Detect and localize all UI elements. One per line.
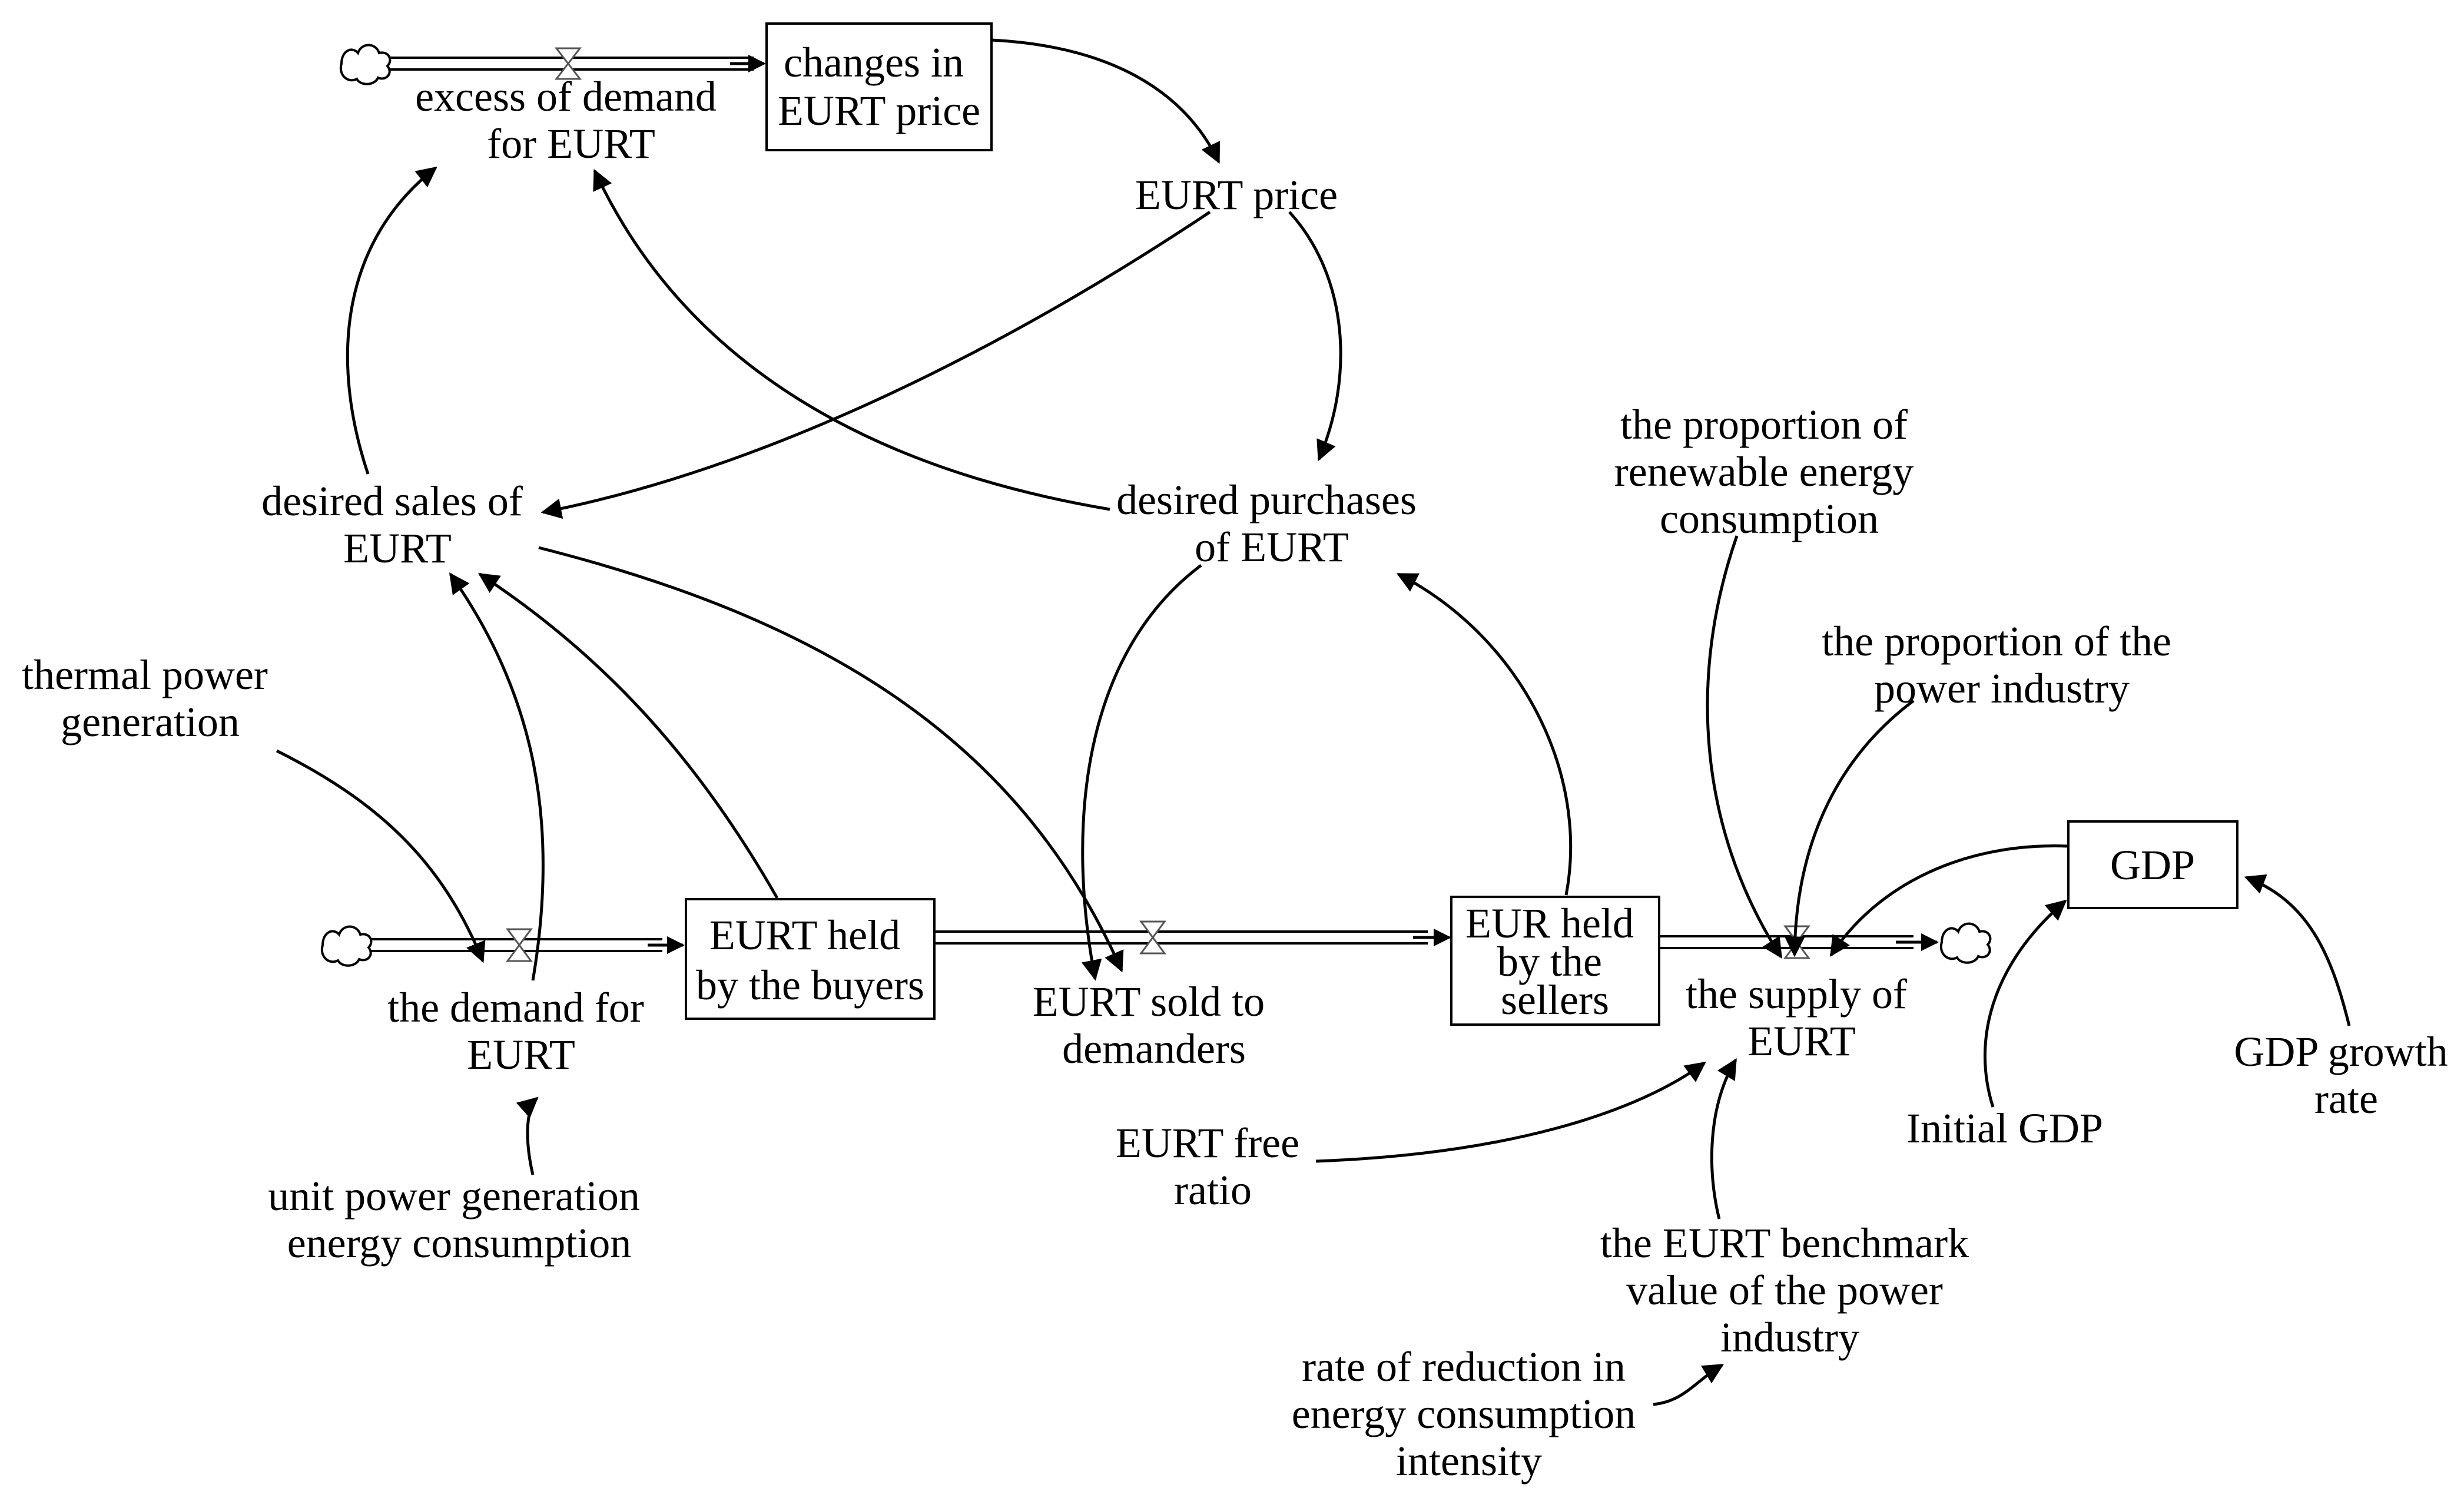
var-eurt-benchmark-value-power-industry: the EURT benchmark value of the power in… bbox=[1600, 1220, 1979, 1361]
link-price-to-desired-sales bbox=[540, 210, 1211, 519]
flow-the-supply-of-eurt: the supply of EURT bbox=[1686, 970, 1918, 1065]
stock-eur-held-by-sellers: EUR held by the sellers bbox=[1465, 900, 1644, 1023]
stock-box-gdp bbox=[2067, 820, 2239, 909]
stock-box-changes-in-eurt-price bbox=[765, 22, 993, 151]
var-unit-power-generation-energy-consumption: unit power generation energy consumption bbox=[268, 1172, 651, 1267]
cloud-sink-icon bbox=[1939, 922, 1992, 964]
link-desired-sales-to-eurt-sold bbox=[538, 546, 1124, 973]
flow-pipe-demand-for-eurt bbox=[356, 936, 685, 954]
var-gdp-growth-rate: GDP growth rate bbox=[2234, 1028, 2458, 1122]
flow-pipe-excess-demand bbox=[371, 55, 766, 72]
valve-icon bbox=[1139, 920, 1166, 955]
link-initial-gdp-to-gdp bbox=[1983, 899, 2067, 1108]
flow-excess-of-demand: excess of demand for EURT bbox=[415, 73, 727, 167]
stock-changes-in-eurt-price: changes in EURT price bbox=[778, 39, 980, 134]
link-desired-purchases-to-eurt-sold bbox=[1081, 564, 1202, 981]
stock-box-eur-held-by-sellers bbox=[1450, 896, 1660, 1026]
link-sellers-to-desired-purchases bbox=[1396, 572, 1573, 896]
var-eurt-price: EURT price bbox=[1135, 171, 1338, 218]
link-desired-sales-to-excess bbox=[346, 166, 437, 475]
link-unit-power-to-demand bbox=[516, 1096, 539, 1175]
link-demand-to-desired-sales bbox=[449, 572, 545, 981]
link-free-ratio-to-supply bbox=[1315, 1061, 1706, 1163]
var-rate-of-reduction-energy-intensity: rate of reduction in energy consumption … bbox=[1292, 1343, 1647, 1485]
link-buyers-to-desired-sales bbox=[478, 572, 779, 899]
valve-icon bbox=[506, 928, 533, 962]
stock-gdp: GDP bbox=[2110, 841, 2195, 889]
link-changes-to-price bbox=[991, 38, 1221, 164]
var-eurt-free-ratio: EURT free ratio bbox=[1116, 1119, 1310, 1214]
link-renewable-to-supply bbox=[1706, 535, 1783, 959]
var-proportion-renewable-energy-consumption: the proportion of renewable energy consu… bbox=[1614, 401, 1924, 542]
flow-the-demand-for-eurt: the demand for EURT bbox=[387, 984, 655, 1078]
valve-icon bbox=[554, 47, 582, 80]
link-growth-rate-to-gdp bbox=[2244, 874, 2351, 1026]
stock-box-eurt-held-by-buyers bbox=[685, 898, 936, 1020]
stock-eurt-held-by-buyers: EURT held by the buyers bbox=[696, 912, 924, 1009]
link-desired-purchases-to-excess bbox=[593, 168, 1110, 511]
cloud-source-icon bbox=[320, 925, 373, 967]
var-desired-purchases-of-eurt: desired purchases of EURT bbox=[1116, 476, 1427, 571]
flow-eurt-sold-to-demanders: EURT sold to demanders bbox=[1033, 978, 1275, 1072]
link-power-industry-to-supply bbox=[1784, 700, 1915, 957]
var-initial-gdp: Initial GDP bbox=[1906, 1105, 2103, 1152]
var-proportion-of-power-industry: the proportion of the power industry bbox=[1822, 618, 2182, 712]
var-desired-sales-of-eurt: desired sales of EURT bbox=[261, 478, 533, 572]
link-price-to-desired-purchases bbox=[1288, 211, 1342, 462]
link-thermal-to-demand bbox=[276, 749, 486, 963]
link-reduction-to-benchmark bbox=[1653, 1363, 1725, 1406]
link-benchmark-to-supply bbox=[1710, 1058, 1737, 1220]
cloud-source-icon bbox=[339, 44, 392, 85]
link-gdp-to-supply bbox=[1829, 844, 2069, 957]
var-thermal-power-generation: thermal power generation bbox=[22, 651, 278, 745]
flow-pipe-eurt-sold bbox=[934, 929, 1451, 946]
